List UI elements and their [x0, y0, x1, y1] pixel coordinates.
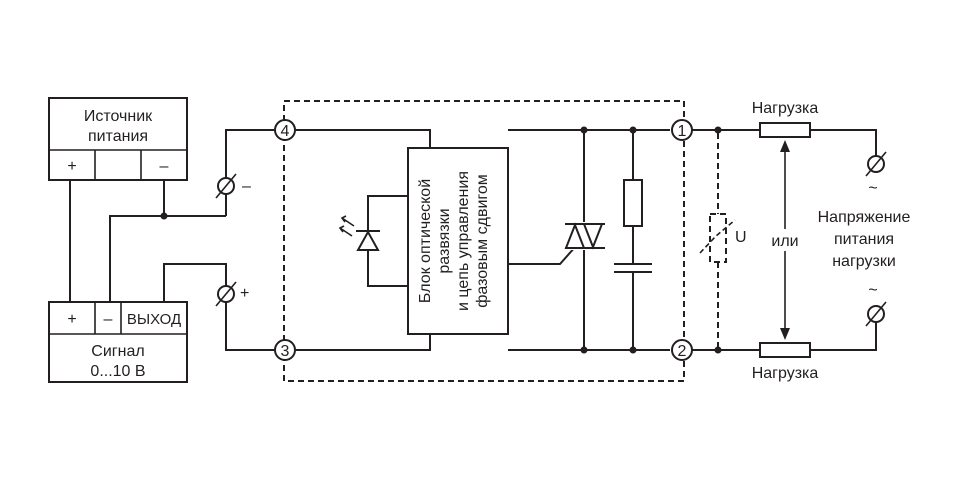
supply-line3: нагрузки [832, 253, 896, 270]
relay-internal-wiring [296, 126, 670, 354]
input-terminal-minus: – [215, 173, 251, 199]
load-top: Нагрузка [752, 100, 819, 138]
supply-terminal-bottom: ~ [865, 282, 887, 327]
control-block-line3: и цепь управления [455, 171, 472, 311]
capacitor-icon [614, 263, 652, 273]
input-plus-label: + [240, 285, 249, 302]
supply-caption: Напряжение питания нагрузки [818, 209, 911, 270]
load-top-label: Нагрузка [752, 100, 819, 117]
pin-2-label: 2 [678, 343, 687, 360]
power-source: Источник питания + – [48, 97, 188, 181]
power-source-minus-label: – [160, 158, 169, 175]
power-source-plus-label: + [67, 158, 76, 175]
or-label: или [771, 233, 798, 250]
supply-line1: Напряжение [818, 209, 911, 226]
pin-1: 1 [671, 119, 693, 141]
supply-ac-top: ~ [868, 180, 877, 197]
pin-4-label: 4 [281, 123, 290, 140]
load-bottom-label: Нагрузка [752, 365, 819, 382]
power-source-title-line2: питания [88, 128, 148, 145]
control-block-line2: развязки [436, 208, 453, 273]
input-minus-label: – [242, 178, 251, 195]
load-bottom: Нагрузка [752, 342, 819, 382]
varistor-label: U [735, 229, 747, 246]
signal-plus-label: + [67, 311, 76, 328]
load-wiring [692, 126, 877, 354]
pin-2: 2 [671, 339, 693, 361]
pin-3: 3 [274, 339, 296, 361]
signal-output-label: ВЫХОД [127, 311, 181, 328]
signal-title-line1: Сигнал [91, 343, 144, 360]
signal-minus-label: – [104, 311, 113, 328]
control-block: Блок оптической развязки и цепь управлен… [407, 147, 509, 335]
signal-title-line2: 0...10 В [90, 363, 145, 380]
pin-1-label: 1 [678, 123, 687, 140]
pin-3-label: 3 [281, 343, 290, 360]
control-block-line1: Блок оптической [417, 179, 434, 303]
varistor-icon: U [699, 133, 747, 347]
led-icon [338, 215, 380, 251]
either-or-arrow-icon: или [771, 140, 799, 340]
signal-source: + – ВЫХОД Сигнал 0...10 В [48, 301, 188, 383]
triac-icon [564, 222, 605, 250]
supply-line2: питания [834, 231, 894, 248]
power-source-title-line1: Источник [84, 108, 153, 125]
input-terminal-plus: + [215, 281, 249, 307]
pin-4: 4 [274, 119, 296, 141]
supply-ac-bottom: ~ [868, 282, 877, 299]
junction-dot [160, 212, 168, 220]
relay-enclosure [283, 100, 685, 382]
control-block-line4: фазовым сдвигом [474, 174, 491, 308]
resistor-icon [623, 179, 643, 227]
supply-terminal-top: ~ [865, 151, 887, 197]
